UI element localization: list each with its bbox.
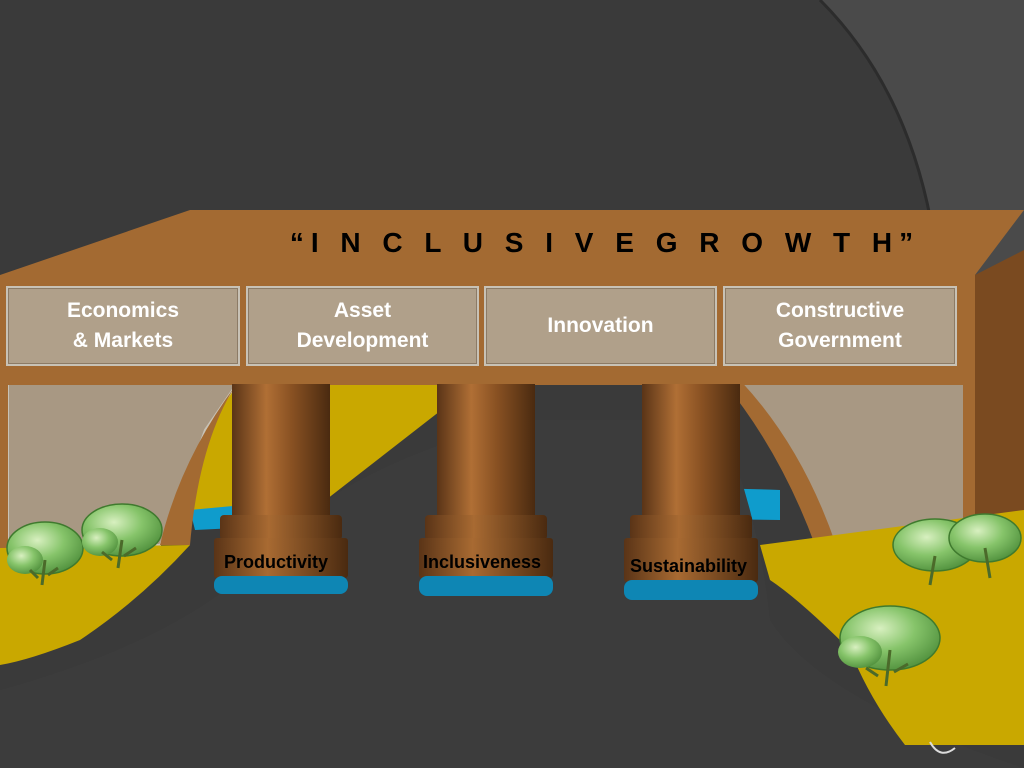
corner-logo-icon (929, 741, 956, 754)
bridge-left-leg (0, 370, 8, 550)
pillar-label-productivity: Productivity (224, 552, 329, 572)
block-constructive-government: Constructive Government (723, 286, 957, 366)
pillar-label-sustainability: Sustainability (630, 556, 748, 576)
block-asset-development: Asset Development (246, 286, 479, 366)
tree-icon (6, 521, 84, 586)
block-economics-markets: Economics & Markets (6, 286, 240, 366)
pillar-label-inclusiveness: Inclusiveness (423, 552, 542, 572)
tree-icon (892, 513, 1022, 586)
bridge-top (0, 210, 1024, 275)
tree-icon (81, 503, 163, 569)
bridge-title: “I N C L U S I V E G R O W T H” (289, 227, 921, 258)
left-bank (0, 545, 190, 665)
right-abutment-arch (722, 372, 836, 545)
bridge-right-leg (963, 370, 975, 550)
block-innovation: Innovation (484, 286, 717, 366)
pillar-2 (419, 384, 553, 596)
pillar-1 (214, 384, 348, 594)
left-abutment-arch (160, 372, 245, 545)
bridge-side (965, 250, 1024, 545)
pillar-3 (624, 384, 758, 600)
tree-icon (838, 605, 941, 687)
